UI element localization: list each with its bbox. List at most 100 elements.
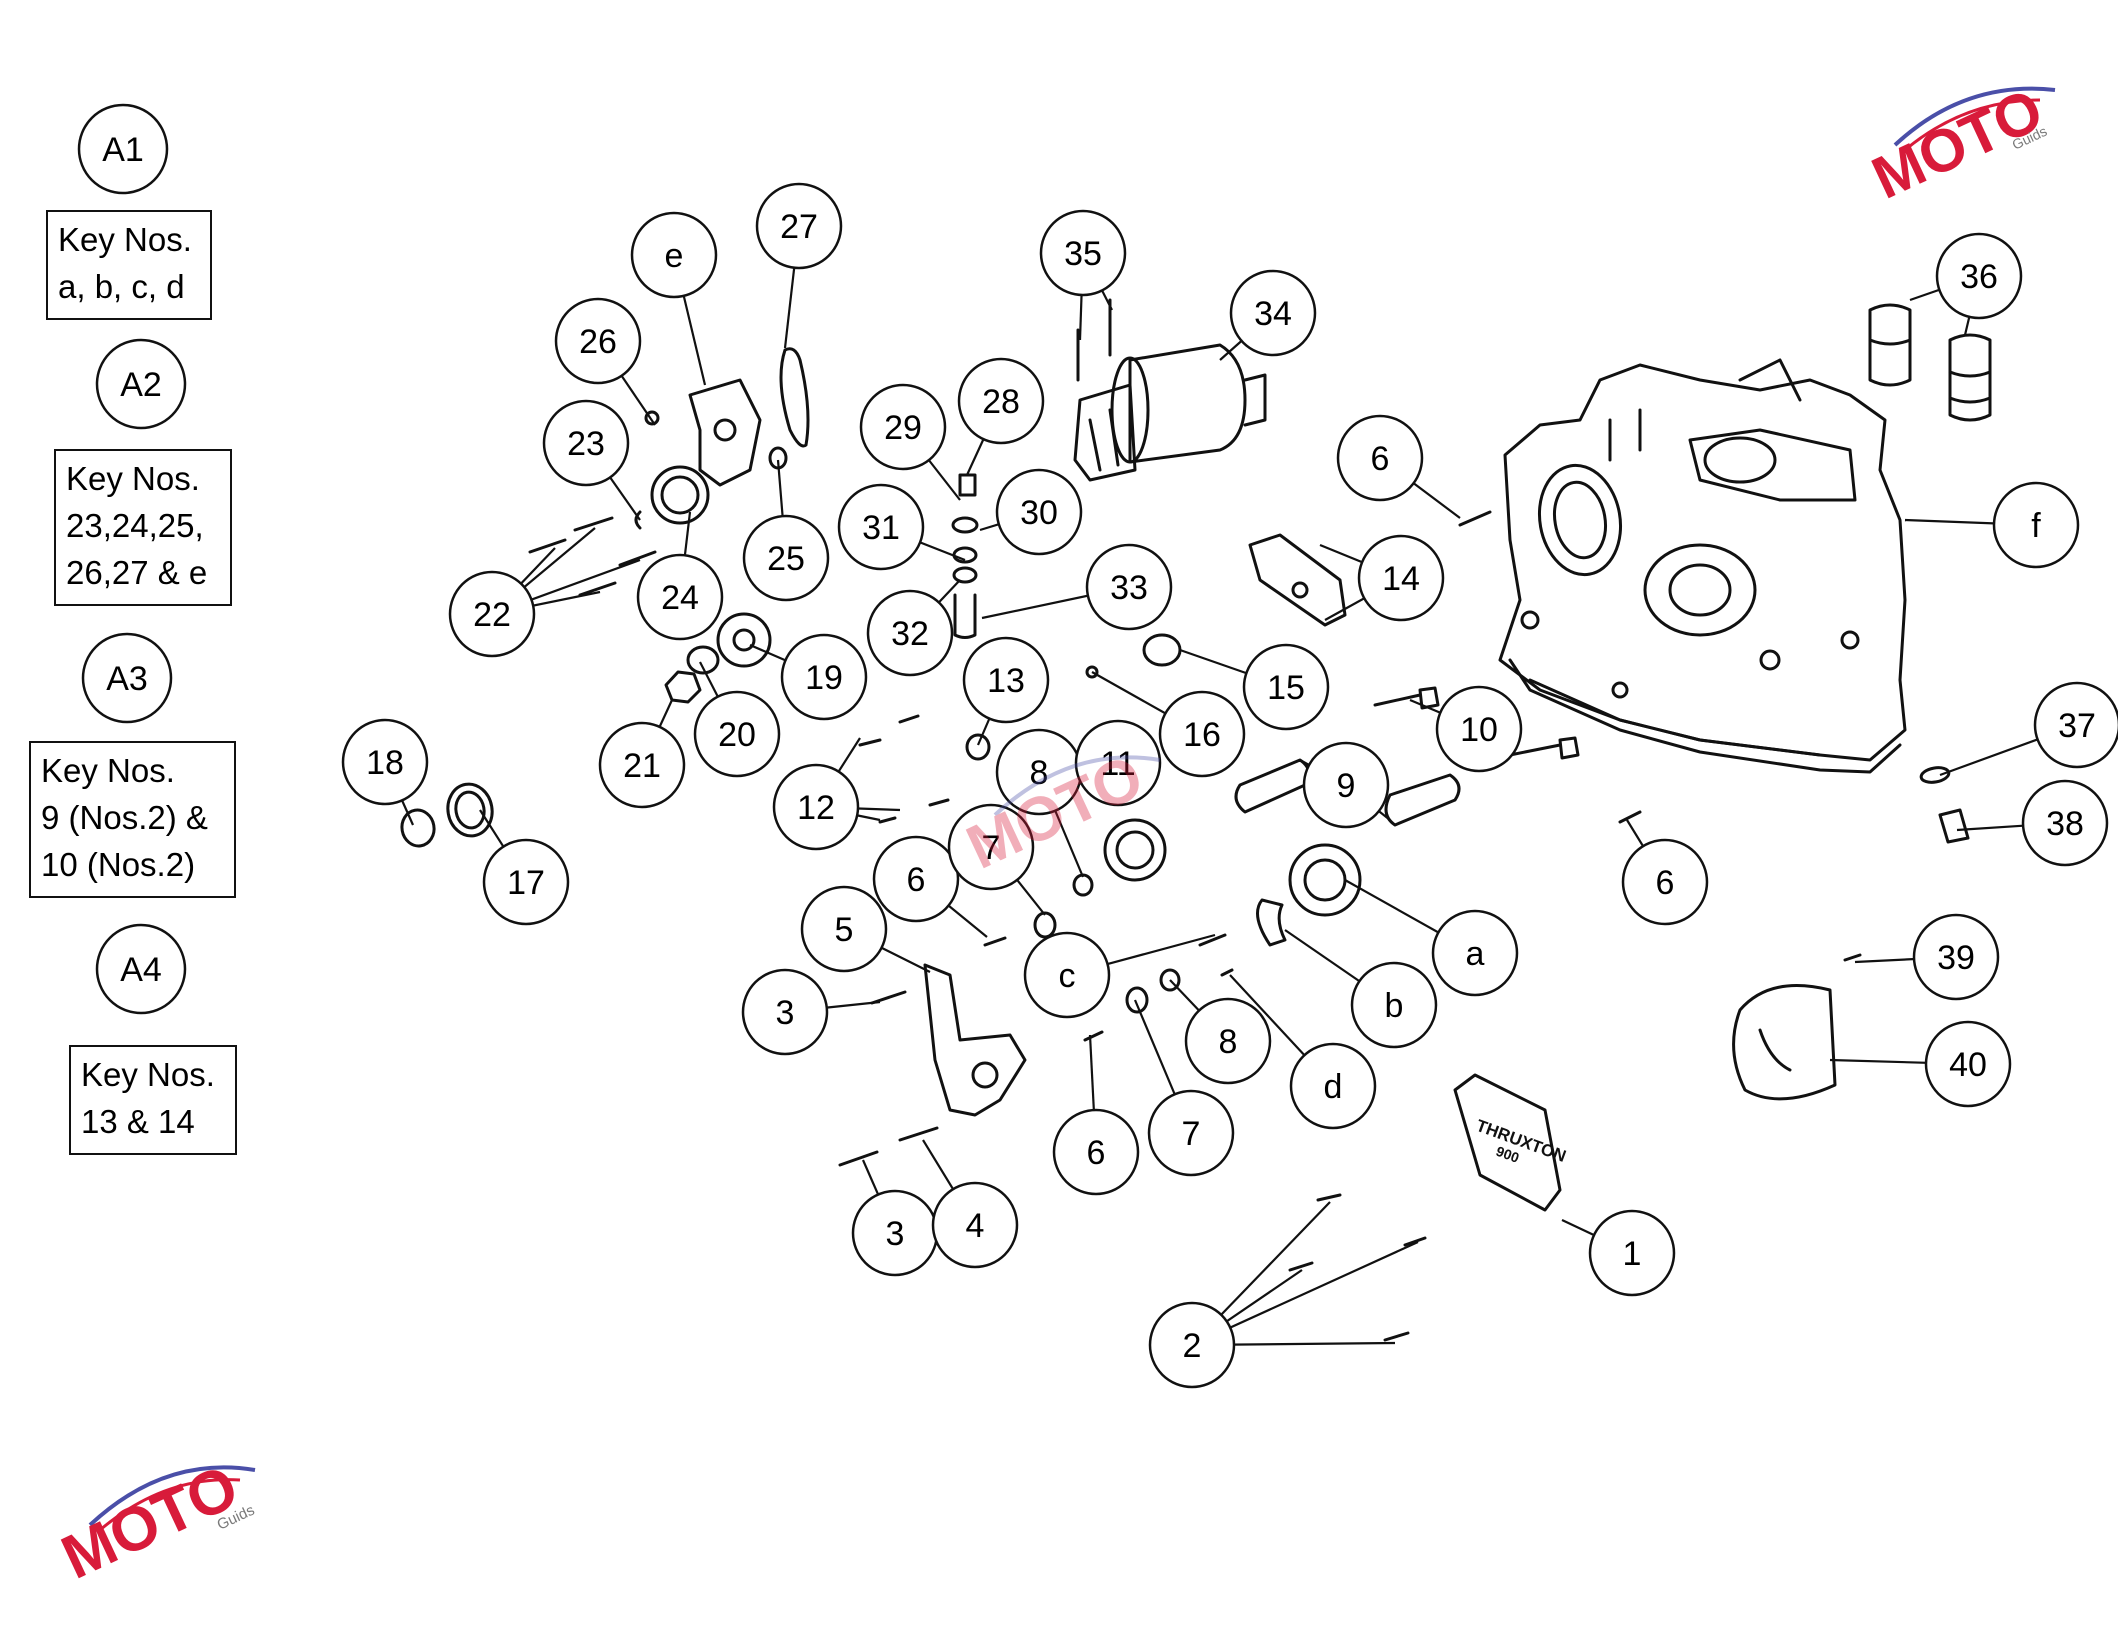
seal [400,808,436,848]
screw [1843,953,1862,962]
callout-label: 1 [1623,1235,1642,1273]
oil-seal-inner [454,790,486,830]
sprocket [716,612,772,668]
washer [1125,986,1149,1014]
callout-bubble [448,570,536,658]
callout-label: 19 [805,659,843,697]
kit-box-a3: Key Nos. 9 (Nos.2) & 10 (Nos.2) [29,741,236,898]
callout-bubble [1935,232,2023,320]
callout-label: 3 [776,994,795,1032]
starter-motor-shaft [1243,373,1267,427]
callout-label: 6 [1656,864,1675,902]
bolt [618,550,657,567]
bolt [898,714,920,724]
watermark-logo-center: MOTO [960,742,1161,883]
callout-bubble [772,763,860,851]
kit-bubble [95,338,187,430]
callout-label: a [1466,935,1485,973]
callout-bubble [482,838,570,926]
callout-label: 31 [862,509,900,547]
oil-pump-cover [688,378,762,487]
kit-line: 9 (Nos.2) & [41,799,208,836]
flange-bolt [1373,686,1440,710]
kit-bubble-label: A1 [102,131,144,169]
callout-label: 15 [1267,669,1305,707]
kit-line: Key Nos. [41,752,175,789]
screw [1383,1331,1410,1342]
callout-label: 18 [366,744,404,782]
bolt [838,1150,879,1167]
bolt [858,738,882,747]
kit-box-a1: Key Nos. a, b, c, d [46,210,212,320]
callout-bubble [341,718,429,806]
callout-bubble [1336,414,1424,502]
callout-label: 3 [886,1215,905,1253]
callout-label: 13 [987,662,1025,700]
callout-bubble [1289,1042,1377,1130]
washer [1033,911,1057,939]
callout-label: 4 [966,1207,985,1245]
spring-clip [1142,633,1182,667]
crankcase-cylinder-hole [1703,436,1777,484]
callout-bubble [1158,690,1246,778]
callout-bubble [1023,931,1111,1019]
callout-label: 38 [2046,805,2084,843]
callout-label: 25 [767,540,805,578]
callout-label: 30 [1020,494,1058,532]
dowel-sleeve [1384,773,1461,827]
callout-bubble [554,297,642,385]
callout-bubble [957,357,1045,445]
callout-bubble [1074,719,1162,807]
callout-bubble [542,399,630,487]
callout-label: 8 [1030,754,1049,792]
bolt [1938,808,1970,844]
starter-motor-body [1128,343,1247,464]
end-cover [1732,984,1837,1101]
kit-line: 26,27 & e [66,554,208,591]
callout-label: 12 [797,789,835,827]
bolt [578,581,617,597]
kit-bubble [95,923,187,1015]
kit-box-a4: Key Nos. 13 & 14 [69,1045,237,1155]
tappet [1868,303,1912,387]
callout-label: 8 [1219,1023,1238,1061]
callout-label: 26 [579,323,617,361]
cam-gear-inner [1303,858,1347,902]
oil-pump-hole [713,418,737,442]
callout-label: 6 [907,861,926,899]
callout-label: f [2031,507,2041,545]
starter-motor-mount [1073,383,1137,482]
callout-bubble [1148,1301,1236,1389]
callout-bubble [1435,685,1523,773]
callout-label: 2 [1183,1327,1202,1365]
sleeve [953,593,977,639]
crankcase-boss-inner [1668,563,1732,617]
callout-bubble [962,636,1050,724]
callout-bubble [742,514,830,602]
crankcase-cylinder-deck [1688,428,1857,502]
crankcase-base [1508,658,1902,774]
callout-bubble [636,553,724,641]
bolt [528,538,567,554]
callout-label: 28 [982,383,1020,421]
callout-bubble [2021,779,2109,867]
crankcase-bolt-hole [1611,681,1629,699]
callout-bubble [995,468,1083,556]
badge-text: 900 [1494,1143,1522,1166]
callout-label: 6 [1087,1134,1106,1172]
kit-line: a, b, c, d [58,268,185,305]
cover-plate [1248,533,1347,627]
callout-bubble [2033,681,2118,769]
crankcase-flange [1528,678,1822,757]
clip-b [1256,898,1287,947]
kit-bubble [77,103,169,195]
kit-line: Key Nos. [81,1056,215,1093]
callout-bubble [598,721,686,809]
dowel-sleeve [1234,758,1311,814]
oring [779,347,810,448]
callout-label: 22 [473,596,511,634]
callout-label: 24 [661,579,699,617]
callout-label: 37 [2058,707,2096,745]
kit-line: 13 & 14 [81,1103,195,1140]
